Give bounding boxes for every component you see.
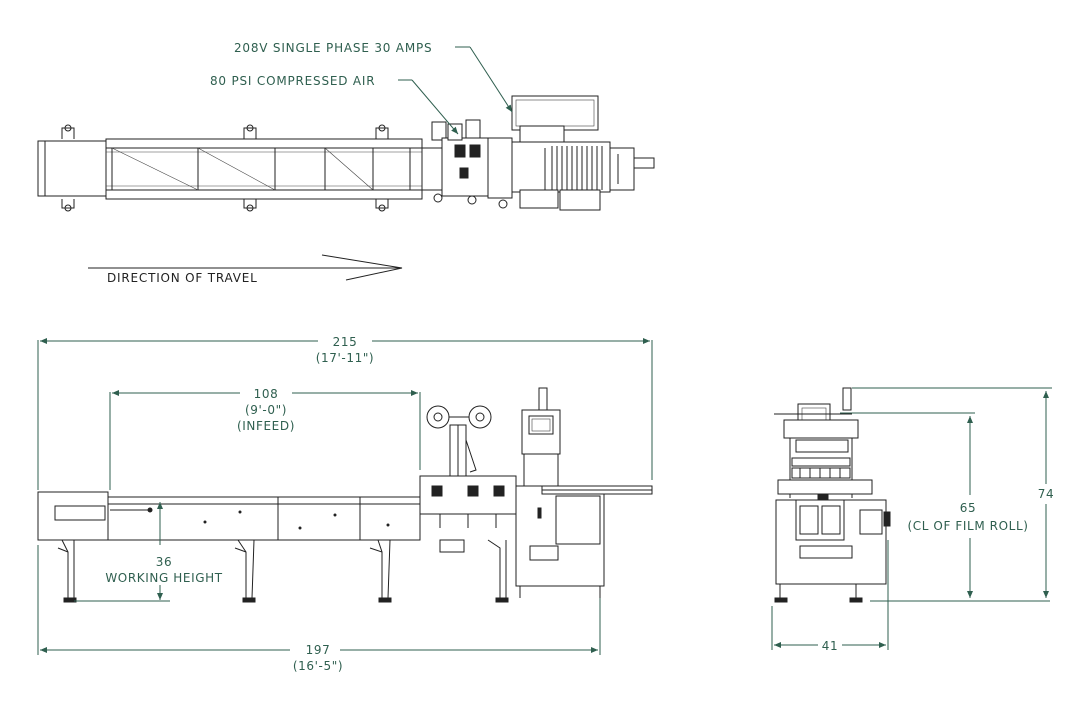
infeed-length-feet: (9'-0") <box>245 403 287 417</box>
overall-length-feet: (17'-11") <box>316 351 374 365</box>
air-callout: 80 PSI COMPRESSED AIR <box>210 74 375 88</box>
side-view: 215 (17'-11") 108 (9'-0") (INFEED) <box>37 335 653 673</box>
film-roll-height-value: 65 <box>960 501 976 515</box>
side-view-infeed-conveyor <box>37 491 421 603</box>
overall-length-value: 215 <box>333 335 358 349</box>
base-length-feet: (16'-5") <box>293 659 343 673</box>
width-value: 41 <box>822 639 838 653</box>
direction-arrow <box>88 254 403 281</box>
end-view-machine <box>774 387 891 603</box>
side-view-wrapper-machine <box>419 387 653 603</box>
film-roll-height-label: (CL OF FILM ROLL) <box>907 519 1028 533</box>
top-view-infeed-conveyor <box>37 124 423 212</box>
top-view-wrapper-machine <box>421 95 655 211</box>
top-view-vent-grille <box>551 146 603 190</box>
working-height-label: WORKING HEIGHT <box>105 571 222 585</box>
base-length-value: 197 <box>306 643 331 657</box>
end-view: 65 (CL OF FILM ROLL) 74 41 <box>771 387 1054 653</box>
top-view: 208V SINGLE PHASE 30 AMPS 80 PSI COMPRES… <box>37 41 655 285</box>
direction-label: DIRECTION OF TRAVEL <box>107 271 258 285</box>
working-height-value: 36 <box>156 555 172 569</box>
infeed-length-value: 108 <box>254 387 279 401</box>
infeed-label: (INFEED) <box>237 419 295 433</box>
overall-height-value: 74 <box>1038 487 1054 501</box>
power-callout: 208V SINGLE PHASE 30 AMPS <box>234 41 432 55</box>
